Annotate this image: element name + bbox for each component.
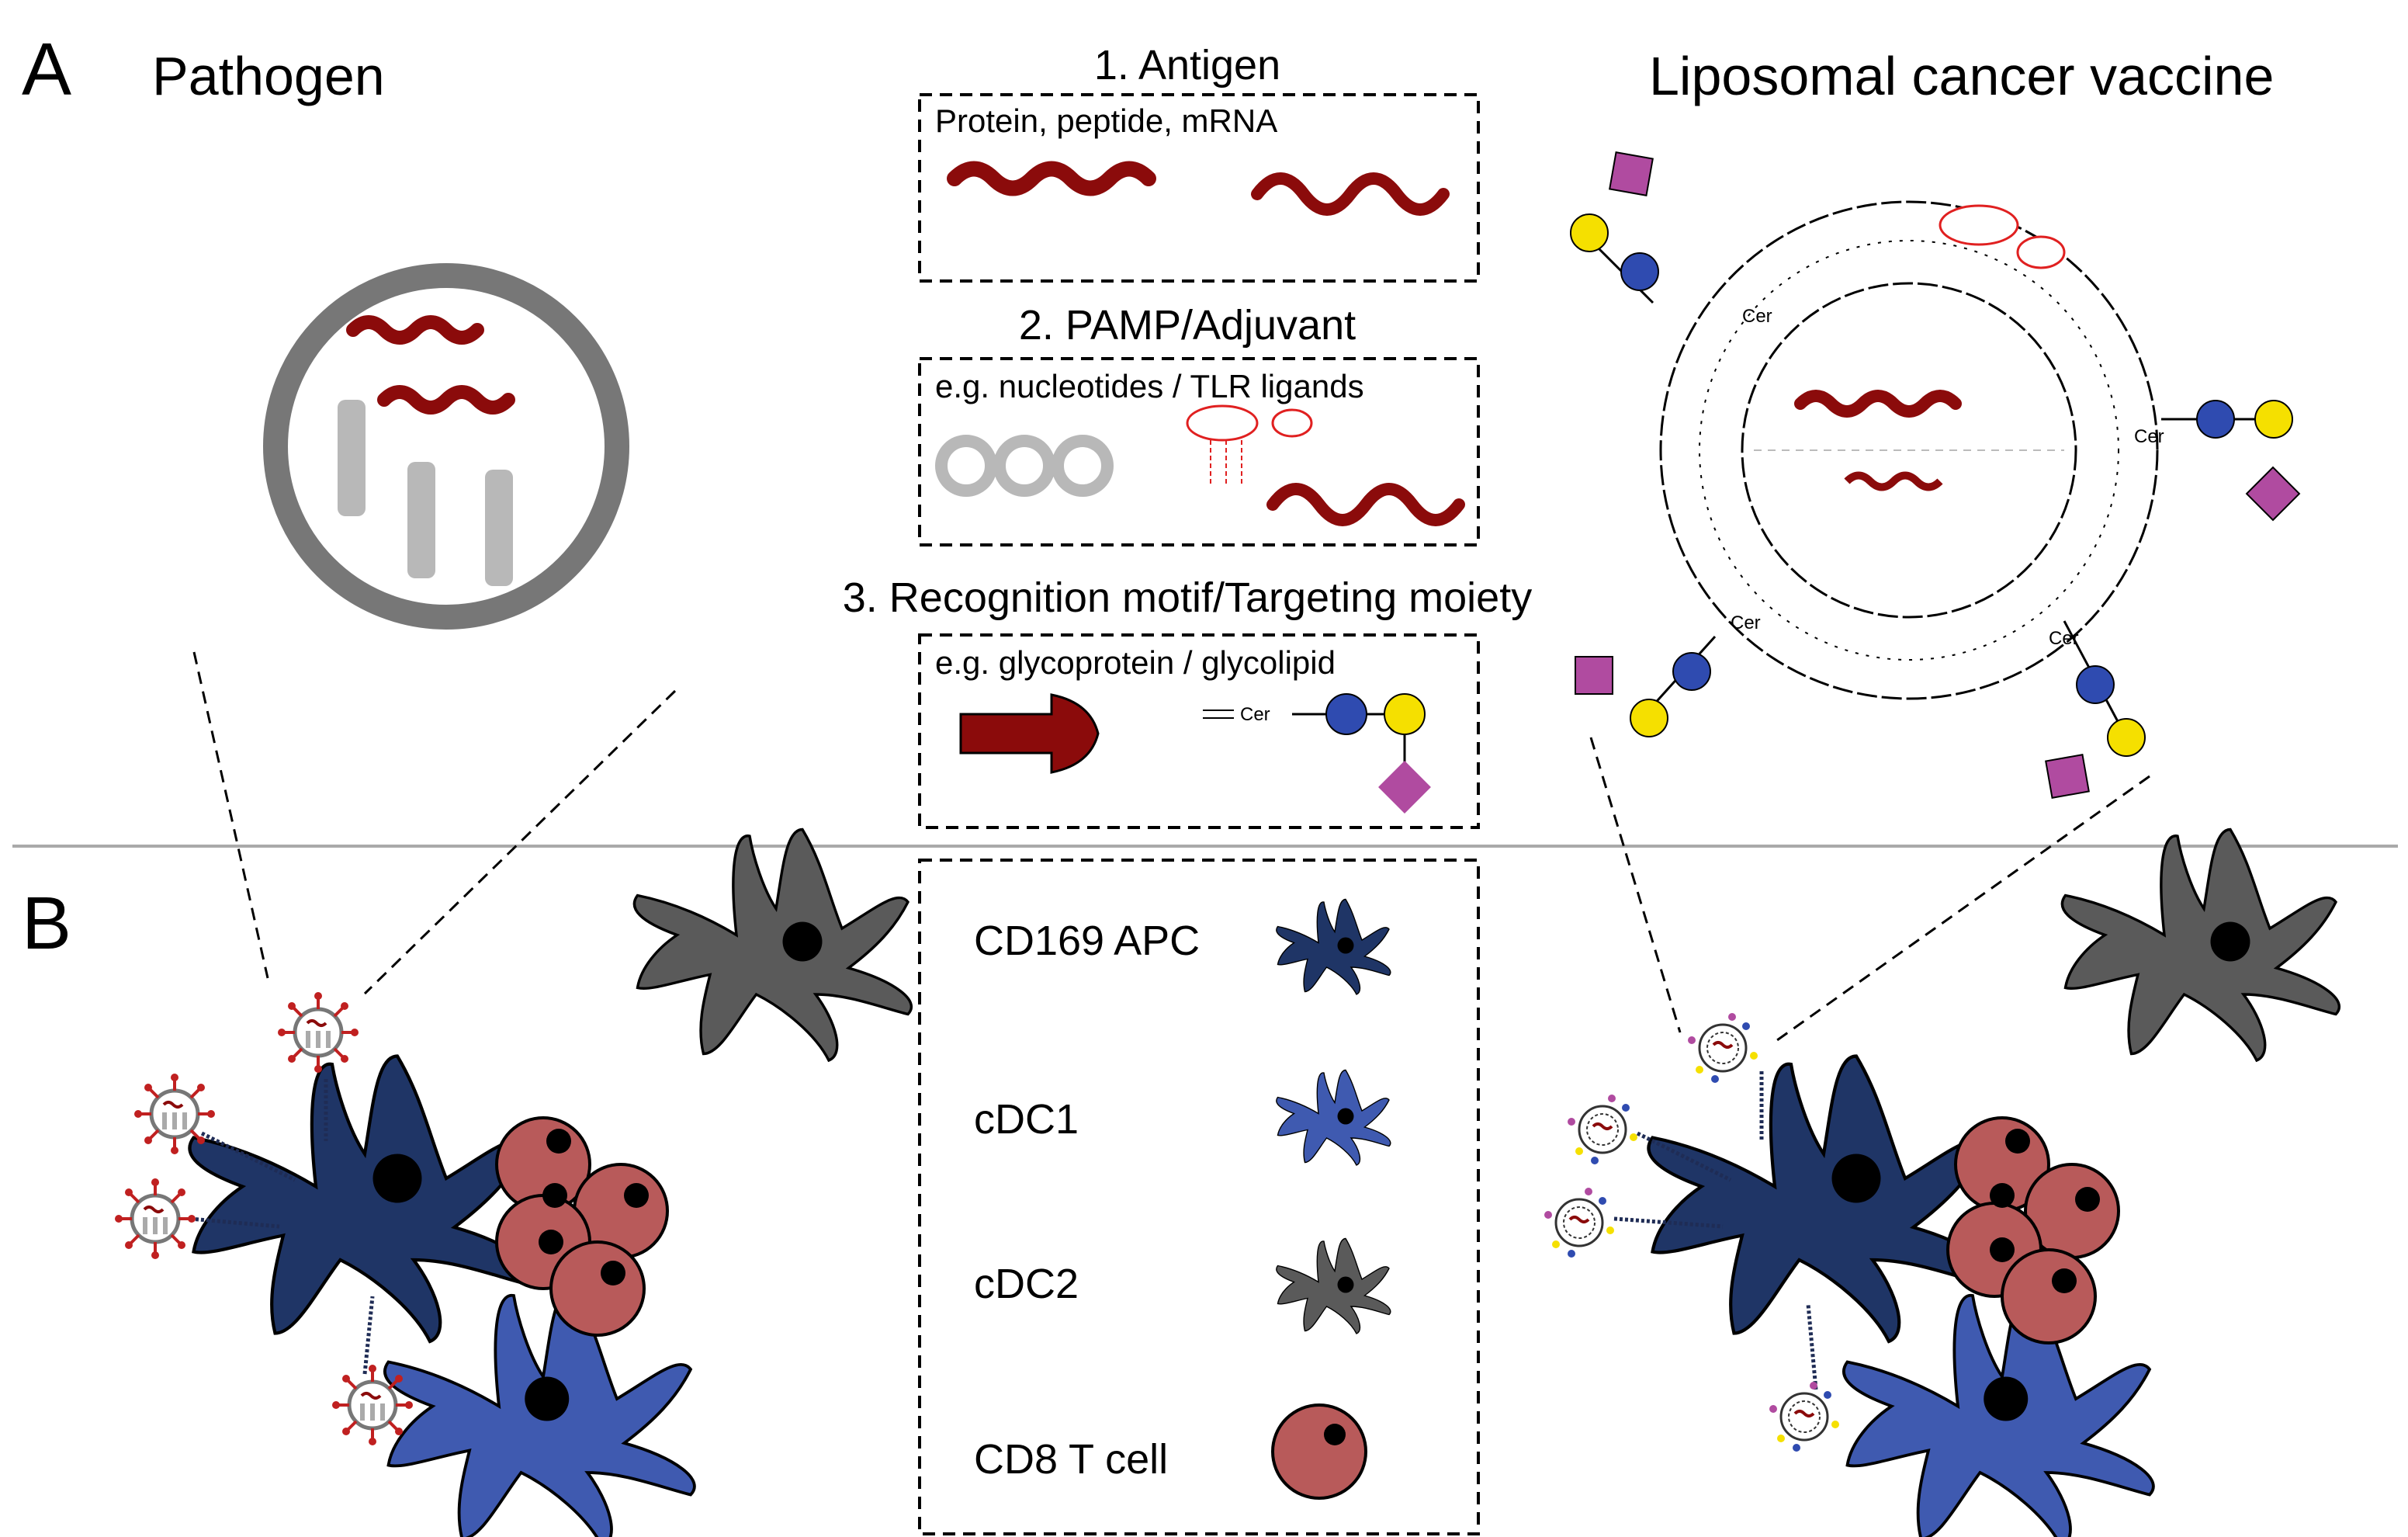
antigen-protein-icon (346, 315, 484, 345)
cer-label: Cer (1731, 612, 1761, 633)
legend-cdc1-icon (1276, 1069, 1391, 1166)
adjuvant-icon (338, 400, 513, 586)
step-3-title: 3. Recognition motif/Targeting moiety (843, 574, 1532, 621)
step-3-subtitle: e.g. glycoprotein / glycolipid (935, 644, 1336, 681)
t-cell-cluster (1946, 1116, 2120, 1344)
glycolipid-top-left (1570, 151, 1659, 304)
step-2-subtitle: e.g. nucleotides / TLR ligands (935, 368, 1364, 404)
cdc2-cell-icon (2060, 827, 2341, 1062)
mrna-icon (1266, 483, 1465, 526)
cer-label: Cer (1742, 306, 1772, 327)
tlr-ligand-icon (1939, 204, 2019, 246)
cer-label: Cer (1240, 704, 1270, 725)
glycoprotein-icon (959, 693, 1100, 774)
liposome-title: Liposomal cancer vaccine (1649, 46, 2274, 106)
legend-label: cDC1 (974, 1096, 1079, 1143)
cdc1-cell-icon (383, 1286, 696, 1537)
legend-label: CD169 APC (974, 918, 1200, 964)
antigen-protein-icon (377, 385, 515, 415)
glycolipid-bottom-right (2045, 620, 2146, 799)
cer-label: Cer (2134, 426, 2164, 447)
antigen-protein-icon (1794, 390, 1962, 418)
adjuvant-nucleotide-icon (935, 435, 1114, 497)
step-1-box (918, 93, 1480, 283)
step-2-title: 2. PAMP/Adjuvant (1019, 302, 1356, 349)
legend-cdc2-icon (1276, 1237, 1391, 1334)
mrna-icon (1251, 172, 1450, 216)
pathogen-illustration (263, 263, 629, 630)
legend-t-cell-icon (1271, 1403, 1367, 1500)
step-2-box (918, 357, 1480, 546)
cdc1-cell-icon (1842, 1286, 2155, 1537)
antigen-protein-icon (947, 161, 1156, 196)
cd169-apc-cell-icon (189, 1056, 532, 1342)
liposome-scene (1543, 737, 2341, 1537)
legend-box (918, 859, 1480, 1535)
t-cell-cluster (495, 1116, 669, 1337)
glycolipid-icon: Cer (1203, 693, 1431, 814)
liposome-illustration: Cer Cer Cer Cer (1570, 151, 2301, 799)
legend-label: CD8 T cell (974, 1436, 1168, 1483)
liposome-tails (1699, 240, 2119, 661)
pathogen-scene (115, 651, 913, 1537)
legend-cd169-apc-icon (1276, 898, 1391, 995)
glycolipid-bottom-left (1575, 635, 1717, 737)
cdc2-cell-icon (632, 827, 913, 1062)
pathogen-shell (263, 263, 629, 630)
tlr-ligand-icon (1186, 404, 1313, 487)
step-1-subtitle: Protein, peptide, mRNA (935, 102, 1277, 139)
glycolipid-right (2161, 400, 2301, 522)
legend-label: cDC2 (974, 1261, 1079, 1307)
cd169-apc-cell-icon (1648, 1056, 1990, 1342)
step-1-title: 1. Antigen (1094, 42, 1280, 88)
panel-label-a: A (22, 28, 71, 111)
step-3-box (918, 633, 1480, 829)
pathogen-title: Pathogen (152, 46, 385, 106)
panel-label-b: B (22, 882, 71, 965)
mrna-icon (1844, 471, 1943, 491)
